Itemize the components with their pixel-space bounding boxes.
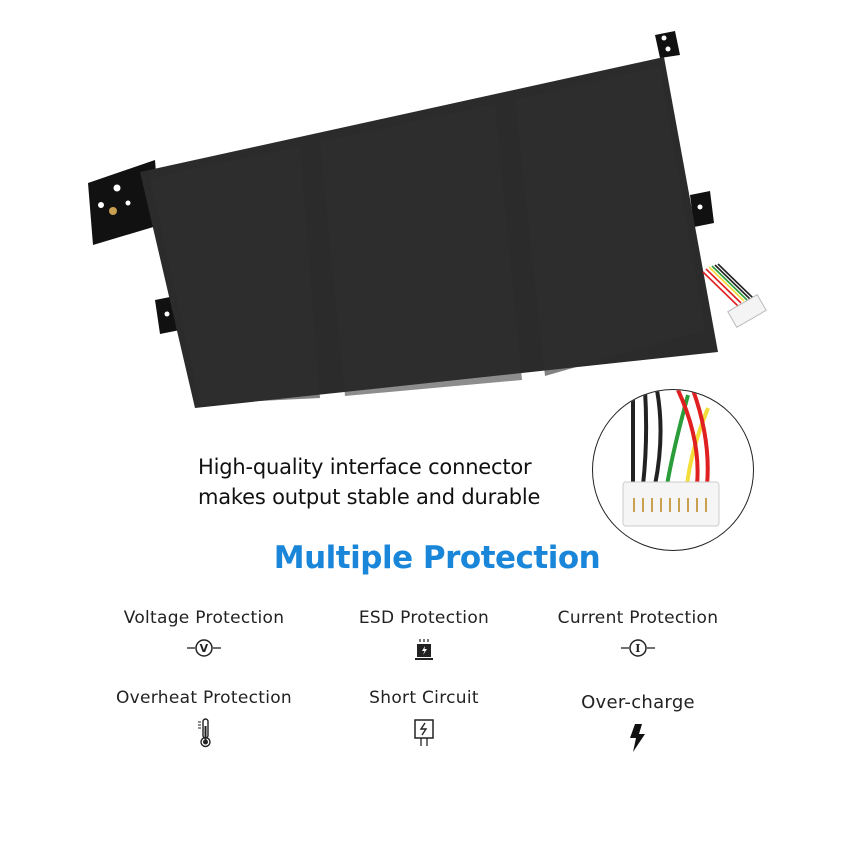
feature-esd-protection: ESD Protection xyxy=(304,608,544,662)
feature-over-charge: Over-charge xyxy=(518,692,758,753)
thermometer-icon xyxy=(198,718,211,748)
feature-short-circuit: Short Circuit xyxy=(304,688,544,748)
feature-voltage-protection: Voltage Protection V xyxy=(84,608,324,658)
right-mounting-tab xyxy=(690,191,714,227)
feature-label: Short Circuit xyxy=(369,688,479,708)
battery-product-image xyxy=(88,31,767,408)
caption-line-2: makes output stable and durable xyxy=(198,485,541,509)
short-circuit-icon xyxy=(414,719,434,746)
feature-label: Voltage Protection xyxy=(123,608,285,628)
multiple-protection-heading: Multiple Protection xyxy=(273,540,601,576)
connector-closeup-image xyxy=(622,390,720,527)
voltage-v-circle-icon: V xyxy=(187,639,221,657)
battery-wire-harness xyxy=(702,263,767,328)
connector-caption: High-quality interface connector makes o… xyxy=(198,452,540,512)
feature-label: Over-charge xyxy=(581,692,695,713)
feature-label: Current Protection xyxy=(557,608,719,628)
current-i-circle-icon: I xyxy=(621,639,655,657)
feature-label: ESD Protection xyxy=(358,608,490,628)
left-mounting-tab xyxy=(88,160,160,245)
top-right-mounting-tab xyxy=(655,31,680,58)
esd-chip-icon xyxy=(415,639,433,660)
connector-closeup-circle xyxy=(592,389,754,551)
feature-current-protection: Current Protection I xyxy=(518,608,758,658)
svg-text:V: V xyxy=(200,642,209,655)
svg-text:I: I xyxy=(635,642,640,655)
feature-label: Overheat Protection xyxy=(115,688,292,708)
caption-line-1: High-quality interface connector xyxy=(198,455,532,479)
feature-overheat-protection: Overheat Protection xyxy=(84,688,324,748)
lightning-bolt-icon xyxy=(630,724,645,752)
